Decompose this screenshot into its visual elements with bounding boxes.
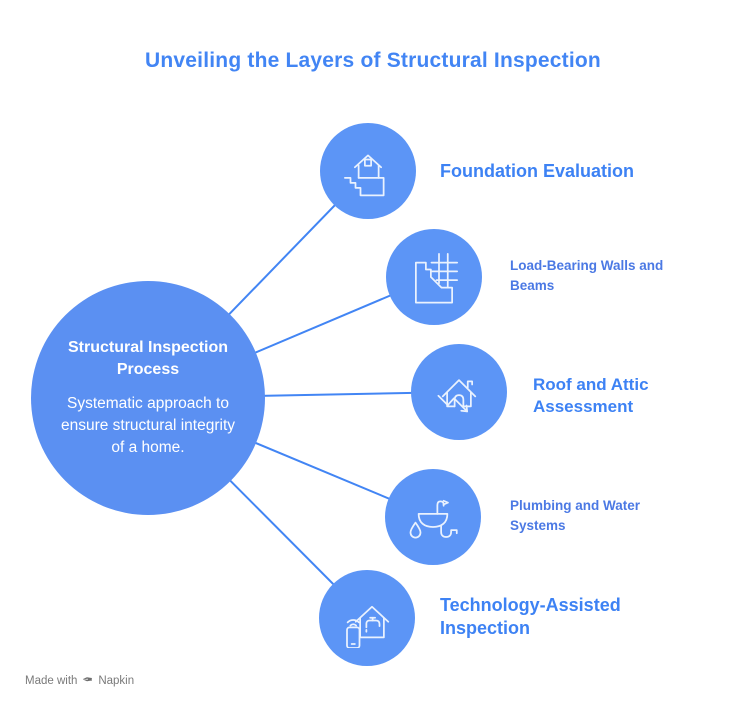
node-label-foundation: Foundation Evaluation [440,161,634,181]
node-label-technology: Technology-Assisted Inspection [440,595,621,639]
wall-beam-grid-icon [415,253,458,304]
pen-nib-icon: ✒ [82,673,94,688]
node-circle-walls [386,229,482,325]
central-node-heading: Structural Inspection Process [67,339,229,378]
node-circle-technology [319,570,415,666]
central-node: Structural Inspection Process Systematic… [31,281,265,515]
house-foundation-icon [344,154,385,197]
central-node-description: Systematic approach to ensure structural… [60,394,236,456]
node-label-plumbing: Plumbing and Water Systems [510,498,641,534]
node-label-roof: Roof and Attic Assessment [533,375,649,417]
sink-water-drop-icon [409,499,458,539]
node-label-walls: Load-Bearing Walls and Beams [510,258,664,294]
roof-inspection-arrow-icon [437,379,477,413]
made-with-napkin-link[interactable]: Made with ✒ Napkin [25,673,134,688]
node-circle-foundation [320,123,416,219]
smart-home-phone-icon [346,605,390,648]
brand-name: Napkin [98,674,135,687]
node-circle-roof [411,344,507,440]
page-title: Unveiling the Layers of Structural Inspe… [145,49,601,72]
node-circle-plumbing [385,469,481,565]
made-with-label: Made with [25,674,78,687]
